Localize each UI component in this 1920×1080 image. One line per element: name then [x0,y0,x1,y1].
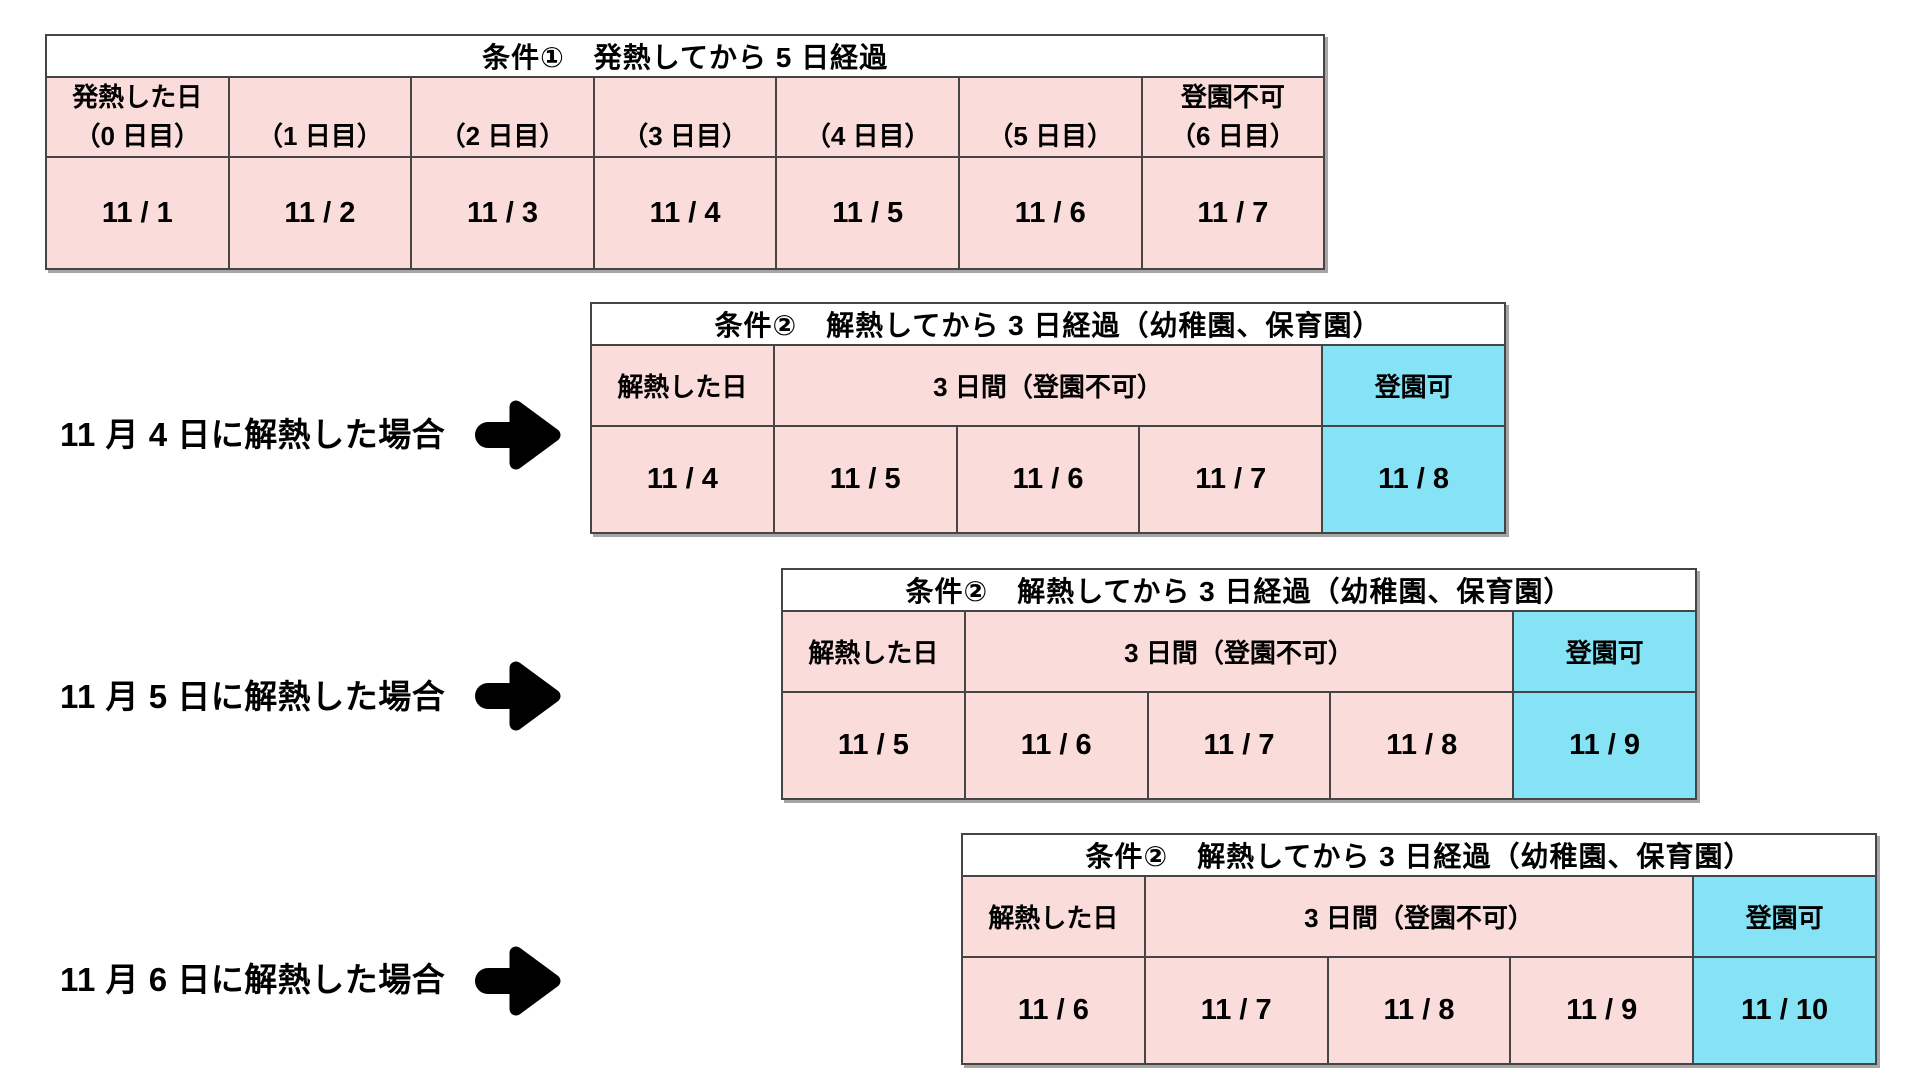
date-cell: 11 / 3 [410,156,595,270]
condition1-header-day3: （3 日目） [592,76,778,158]
date-cell: 11 / 7 [1140,156,1326,270]
condition1-header-day2: （2 日目） [410,76,595,158]
condition2-title: 条件② 解熱してから 3 日経過（幼稚園、保育園） [961,833,1877,877]
arrow-right-icon [475,661,561,731]
ban-period-header: 3 日間（登園不可） [772,344,1324,427]
reset-day-header: 解熱した日 [781,610,966,693]
condition1-header-day6: 登園不可 （6 日目） [1140,76,1326,158]
condition1-title: 条件① 発熱してから 5 日経過 [44,34,1326,78]
header-line2: （0 日目） [74,121,201,151]
date-cell: 11 / 1 [45,156,230,270]
header-line1 [777,78,958,117]
case-label-nov4: 11 月 4 日に解熱した場合 [60,416,446,453]
case-table-nov4: 条件② 解熱してから 3 日経過（幼稚園、保育園） 解熱した日 3 日間（登園不… [590,302,1506,534]
header-line2: （3 日目） [622,121,748,151]
header-line2: （2 日目） [439,121,566,151]
reset-day-header: 解熱した日 [961,875,1146,958]
allowed-date-cell: 11 / 8 [1321,425,1506,534]
date-cell: 11 / 8 [1329,691,1515,800]
case-table-nov6: 条件② 解熱してから 3 日経過（幼稚園、保育園） 解熱した日 3 日間（登園不… [961,833,1877,1065]
header-line1: 発熱した日 [72,82,203,112]
arrow-right-icon [475,946,561,1016]
header-line1 [595,78,776,117]
date-cell: 11 / 2 [227,156,413,270]
reset-day-header: 解熱した日 [590,344,775,427]
header-line1 [412,78,593,117]
allowed-date-cell: 11 / 9 [1512,691,1697,800]
date-cell: 11 / 6 [957,156,1143,270]
date-cell: 11 / 6 [955,425,1141,534]
header-line2: （6 日目） [1170,121,1296,151]
ban-period-header: 3 日間（登園不可） [1143,875,1695,958]
date-cell: 11 / 5 [781,691,966,800]
header-line2: （4 日目） [804,121,931,151]
allowed-header: 登園可 [1321,344,1506,427]
allowed-date-cell: 11 / 10 [1692,956,1877,1065]
date-cell: 11 / 5 [772,425,958,534]
condition1-header-day4: （4 日目） [775,76,960,158]
case-label-nov6: 11 月 6 日に解熱した場合 [60,961,446,998]
date-cell: 11 / 9 [1509,956,1695,1065]
date-cell: 11 / 6 [963,691,1149,800]
date-cell: 11 / 7 [1146,691,1332,800]
condition1-header-day1: （1 日目） [227,76,413,158]
condition1-header-day5: （5 日目） [957,76,1143,158]
header-line2: （5 日目） [987,121,1114,151]
condition1-header-day0: 発熱した日 （0 日目） [45,76,230,158]
case-table-nov5: 条件② 解熱してから 3 日経過（幼稚園、保育園） 解熱した日 3 日間（登園不… [781,568,1697,800]
condition1-table: 条件① 発熱してから 5 日経過 発熱した日 （0 日目） （1 日目） （2 … [44,34,1326,270]
case-label-nov5: 11 月 5 日に解熱した場合 [60,678,446,715]
date-cell: 11 / 7 [1138,425,1324,534]
header-line1 [960,78,1141,117]
date-cell: 11 / 5 [775,156,960,270]
ban-period-header: 3 日間（登園不可） [963,610,1515,693]
condition2-title: 条件② 解熱してから 3 日経過（幼稚園、保育園） [590,302,1506,346]
date-cell: 11 / 7 [1143,956,1329,1065]
allowed-header: 登園可 [1512,610,1697,693]
date-cell: 11 / 8 [1326,956,1512,1065]
allowed-header: 登園可 [1692,875,1877,958]
header-line1: 登園不可 [1180,82,1285,112]
header-line1 [230,78,411,117]
condition2-title: 条件② 解熱してから 3 日経過（幼稚園、保育園） [781,568,1697,612]
date-cell: 11 / 6 [961,956,1146,1065]
header-line2: （1 日目） [257,121,383,151]
arrow-right-icon [475,400,561,470]
date-cell: 11 / 4 [592,156,778,270]
date-cell: 11 / 4 [590,425,775,534]
